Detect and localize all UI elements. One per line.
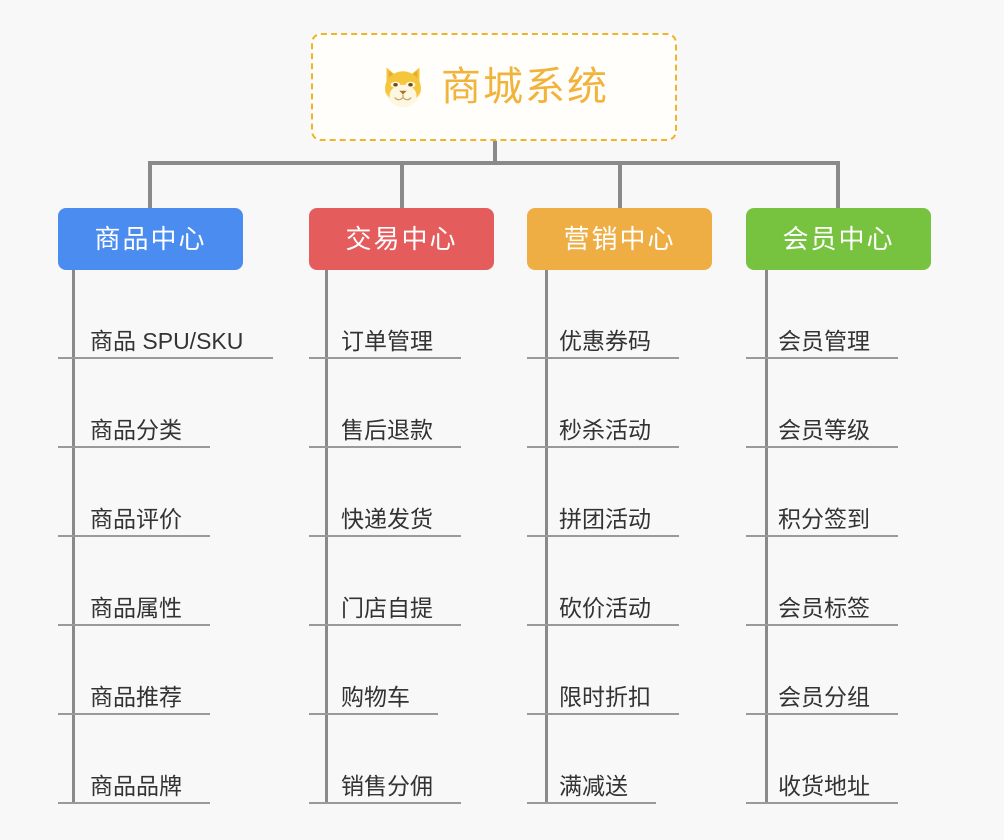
category-header-product-center[interactable]: 商品中心 <box>58 208 243 270</box>
leaf-label: 收货地址 <box>778 773 870 799</box>
leaf-label: 购物车 <box>341 684 410 710</box>
connector-root-stem <box>493 141 497 165</box>
root-node-shop-system[interactable]: 商城系统 <box>311 33 677 141</box>
list-item[interactable]: 积分签到 <box>746 448 898 537</box>
leaf-label: 商品 SPU/SKU <box>90 328 244 354</box>
column-spine <box>545 270 548 804</box>
leaf-label: 销售分佣 <box>341 773 433 799</box>
leaf-underline <box>309 713 438 715</box>
leaf-label: 积分签到 <box>778 506 870 532</box>
leaf-label: 门店自提 <box>341 595 433 621</box>
leaf-list: 会员管理 会员等级 积分签到 会员标签 会员分组 收货地址 <box>746 270 898 804</box>
list-item[interactable]: 会员等级 <box>746 359 898 448</box>
leaf-underline <box>746 535 898 537</box>
category-header-trade-center[interactable]: 交易中心 <box>309 208 494 270</box>
leaf-underline <box>58 357 273 359</box>
leaf-label: 会员标签 <box>778 595 870 621</box>
list-item[interactable]: 订单管理 <box>309 270 461 359</box>
leaf-underline <box>527 535 679 537</box>
column-spine <box>765 270 768 804</box>
category-label: 商品中心 <box>94 224 207 254</box>
connector-drop-product-center <box>148 161 152 208</box>
column-spine <box>72 270 75 804</box>
category-label: 会员中心 <box>782 224 895 254</box>
connector-horizontal-bar <box>150 161 840 165</box>
leaf-underline <box>746 357 898 359</box>
root-title: 商城系统 <box>441 65 609 109</box>
leaf-label: 限时折扣 <box>559 684 651 710</box>
leaf-underline <box>746 713 898 715</box>
leaf-underline <box>527 802 656 804</box>
leaf-label: 砍价活动 <box>559 595 651 621</box>
leaf-underline <box>58 535 210 537</box>
list-item[interactable]: 拼团活动 <box>527 448 679 537</box>
connector-drop-member-center <box>836 161 840 208</box>
list-item[interactable]: 购物车 <box>309 626 438 715</box>
leaf-underline <box>58 624 210 626</box>
list-item[interactable]: 满减送 <box>527 715 656 804</box>
category-header-marketing-center[interactable]: 营销中心 <box>527 208 712 270</box>
leaf-label: 商品分类 <box>90 417 182 443</box>
leaf-underline <box>309 535 461 537</box>
connector-drop-marketing-center <box>618 161 622 208</box>
leaf-underline <box>58 713 210 715</box>
list-item[interactable]: 快递发货 <box>309 448 461 537</box>
leaf-list: 订单管理 售后退款 快递发货 门店自提 购物车 销售分佣 <box>309 270 461 804</box>
leaf-label: 会员管理 <box>778 328 870 354</box>
leaf-label: 订单管理 <box>341 328 433 354</box>
leaf-underline <box>527 446 679 448</box>
leaf-label: 商品品牌 <box>90 773 182 799</box>
leaf-underline <box>527 713 679 715</box>
leaf-label: 满减送 <box>559 773 628 799</box>
list-item[interactable]: 商品 SPU/SKU <box>58 270 273 359</box>
leaf-underline <box>746 624 898 626</box>
leaf-label: 会员分组 <box>778 684 870 710</box>
list-item[interactable]: 商品品牌 <box>58 715 243 804</box>
list-item[interactable]: 会员标签 <box>746 537 898 626</box>
list-item[interactable]: 限时折扣 <box>527 626 679 715</box>
leaf-underline <box>309 357 461 359</box>
leaf-underline <box>527 624 679 626</box>
leaf-label: 拼团活动 <box>559 506 651 532</box>
category-header-member-center[interactable]: 会员中心 <box>746 208 931 270</box>
list-item[interactable]: 商品分类 <box>58 359 243 448</box>
leaf-underline <box>746 446 898 448</box>
list-item[interactable]: 商品属性 <box>58 537 243 626</box>
leaf-label: 优惠券码 <box>559 328 651 354</box>
list-item[interactable]: 优惠券码 <box>527 270 679 359</box>
list-item[interactable]: 商品评价 <box>58 448 243 537</box>
category-label: 营销中心 <box>563 224 676 254</box>
leaf-underline <box>309 802 461 804</box>
leaf-label: 快递发货 <box>341 506 433 532</box>
leaf-label: 售后退款 <box>341 417 433 443</box>
column-spine <box>325 270 328 804</box>
leaf-underline <box>58 446 210 448</box>
list-item[interactable]: 销售分佣 <box>309 715 461 804</box>
shiba-dog-face-icon <box>379 63 427 111</box>
list-item[interactable]: 秒杀活动 <box>527 359 679 448</box>
list-item[interactable]: 会员分组 <box>746 626 898 715</box>
list-item[interactable]: 商品推荐 <box>58 626 243 715</box>
leaf-underline <box>527 357 679 359</box>
leaf-underline <box>309 624 461 626</box>
leaf-list: 优惠券码 秒杀活动 拼团活动 砍价活动 限时折扣 满减送 <box>527 270 679 804</box>
leaf-list: 商品 SPU/SKU 商品分类 商品评价 商品属性 商品推荐 商品品牌 <box>58 270 273 804</box>
leaf-label: 秒杀活动 <box>559 417 651 443</box>
list-item[interactable]: 砍价活动 <box>527 537 679 626</box>
connector-drop-trade-center <box>400 161 404 208</box>
list-item[interactable]: 售后退款 <box>309 359 461 448</box>
list-item[interactable]: 会员管理 <box>746 270 898 359</box>
leaf-underline <box>309 446 461 448</box>
leaf-label: 商品推荐 <box>90 684 182 710</box>
leaf-underline <box>58 802 210 804</box>
leaf-label: 商品属性 <box>90 595 182 621</box>
list-item[interactable]: 收货地址 <box>746 715 898 804</box>
category-label: 交易中心 <box>345 224 458 254</box>
leaf-label: 会员等级 <box>778 417 870 443</box>
leaf-underline <box>746 802 898 804</box>
leaf-label: 商品评价 <box>90 506 182 532</box>
list-item[interactable]: 门店自提 <box>309 537 461 626</box>
